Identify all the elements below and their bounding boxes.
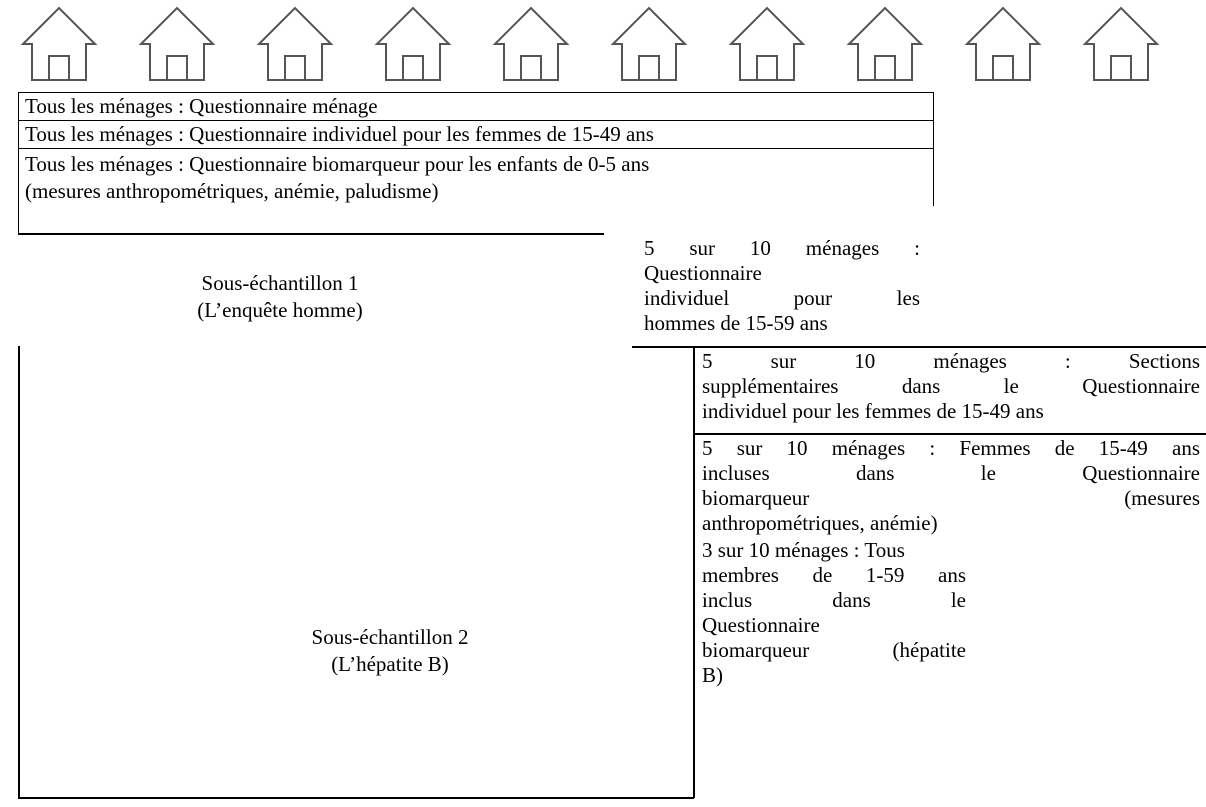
women-bio-line2: incluses dans le Questionnaire: [702, 461, 1200, 485]
men-line2: Questionnaire: [644, 261, 762, 285]
row-label-line2: (mesures anthropométriques, anémie, palu…: [25, 179, 439, 203]
hepb-line6: B): [702, 663, 723, 687]
row-label: Tous les ménages : Questionnaire ménage: [25, 94, 378, 118]
men-line4: hommes de 15-59 ans: [644, 311, 828, 335]
house-icon: [20, 4, 98, 84]
row-all-households-menage: Tous les ménages : Questionnaire ménage: [18, 92, 934, 120]
house-icon: [492, 4, 570, 84]
men-line1: 5 sur 10 ménages :: [644, 236, 920, 260]
house-icon: [256, 4, 334, 84]
subsample2-title: Sous-échantillon 2: [311, 625, 469, 649]
women-bio-line1: 5 sur 10 ménages : Femmes de 15-49 ans: [702, 436, 1200, 460]
hepb-line3: inclus dans le: [702, 588, 966, 612]
row-label: Tous les ménages : Questionnaire individ…: [25, 122, 654, 146]
house-icon: [610, 4, 688, 84]
women-bio-line3: biomarqueur (mesures: [702, 486, 1200, 510]
box-notch-mask: [602, 206, 936, 236]
box-bottom-edge: [18, 233, 604, 235]
women-sections-line3: individuel pour les femmes de 15-49 ans: [702, 399, 1044, 423]
subsample1-left-edge: [18, 346, 20, 798]
house-icon: [374, 4, 452, 84]
house-icon: [846, 4, 924, 84]
row-all-households-women: Tous les ménages : Questionnaire individ…: [18, 120, 934, 148]
women-sections-line2: supplémentaires dans le Questionnaire: [702, 374, 1200, 398]
hepb-line5: biomarqueur (hépatite: [702, 638, 966, 662]
subsample1-subtitle: (L’enquête homme): [197, 298, 363, 322]
subsample1-bottom-edge: [18, 797, 694, 799]
hepb-line4: Questionnaire: [702, 613, 820, 637]
subsample1-label: Sous-échantillon 1 (L’enquête homme): [120, 270, 440, 324]
subsample1-title: Sous-échantillon 1: [201, 271, 359, 295]
women-biomarker-box: 5 sur 10 ménages : Femmes de 15-49 ans i…: [702, 436, 1200, 536]
men-line3: individuel pour les: [644, 286, 920, 310]
women-sections-line1: 5 sur 10 ménages : Sections: [702, 349, 1200, 373]
subsample1-inner-divider: [693, 346, 695, 798]
men-questionnaire-box: 5 sur 10 ménages : Questionnaire individ…: [644, 236, 920, 336]
hepb-box: 3 sur 10 ménages : Tous membres de 1-59 …: [702, 538, 966, 688]
row-all-households-children-biomarker: Tous les ménages : Questionnaire biomarq…: [18, 148, 934, 234]
house-icon: [1082, 4, 1160, 84]
row-label-line1: Tous les ménages : Questionnaire biomarq…: [25, 152, 650, 176]
subsample2-subtitle: (L’hépatite B): [331, 652, 449, 676]
hepb-line2: membres de 1-59 ans: [702, 563, 966, 587]
hepb-line1: 3 sur 10 ménages : Tous: [702, 538, 905, 562]
women-sections-divider: [693, 433, 1206, 435]
subsample1-top-edge: [632, 346, 1206, 348]
house-icon: [964, 4, 1042, 84]
women-sections-box: 5 sur 10 ménages : Sections supplémentai…: [702, 349, 1200, 424]
women-bio-line4: anthropométriques, anémie): [702, 511, 938, 535]
house-icon: [138, 4, 216, 84]
house-icon: [728, 4, 806, 84]
subsample2-label: Sous-échantillon 2 (L’hépatite B): [220, 624, 560, 678]
